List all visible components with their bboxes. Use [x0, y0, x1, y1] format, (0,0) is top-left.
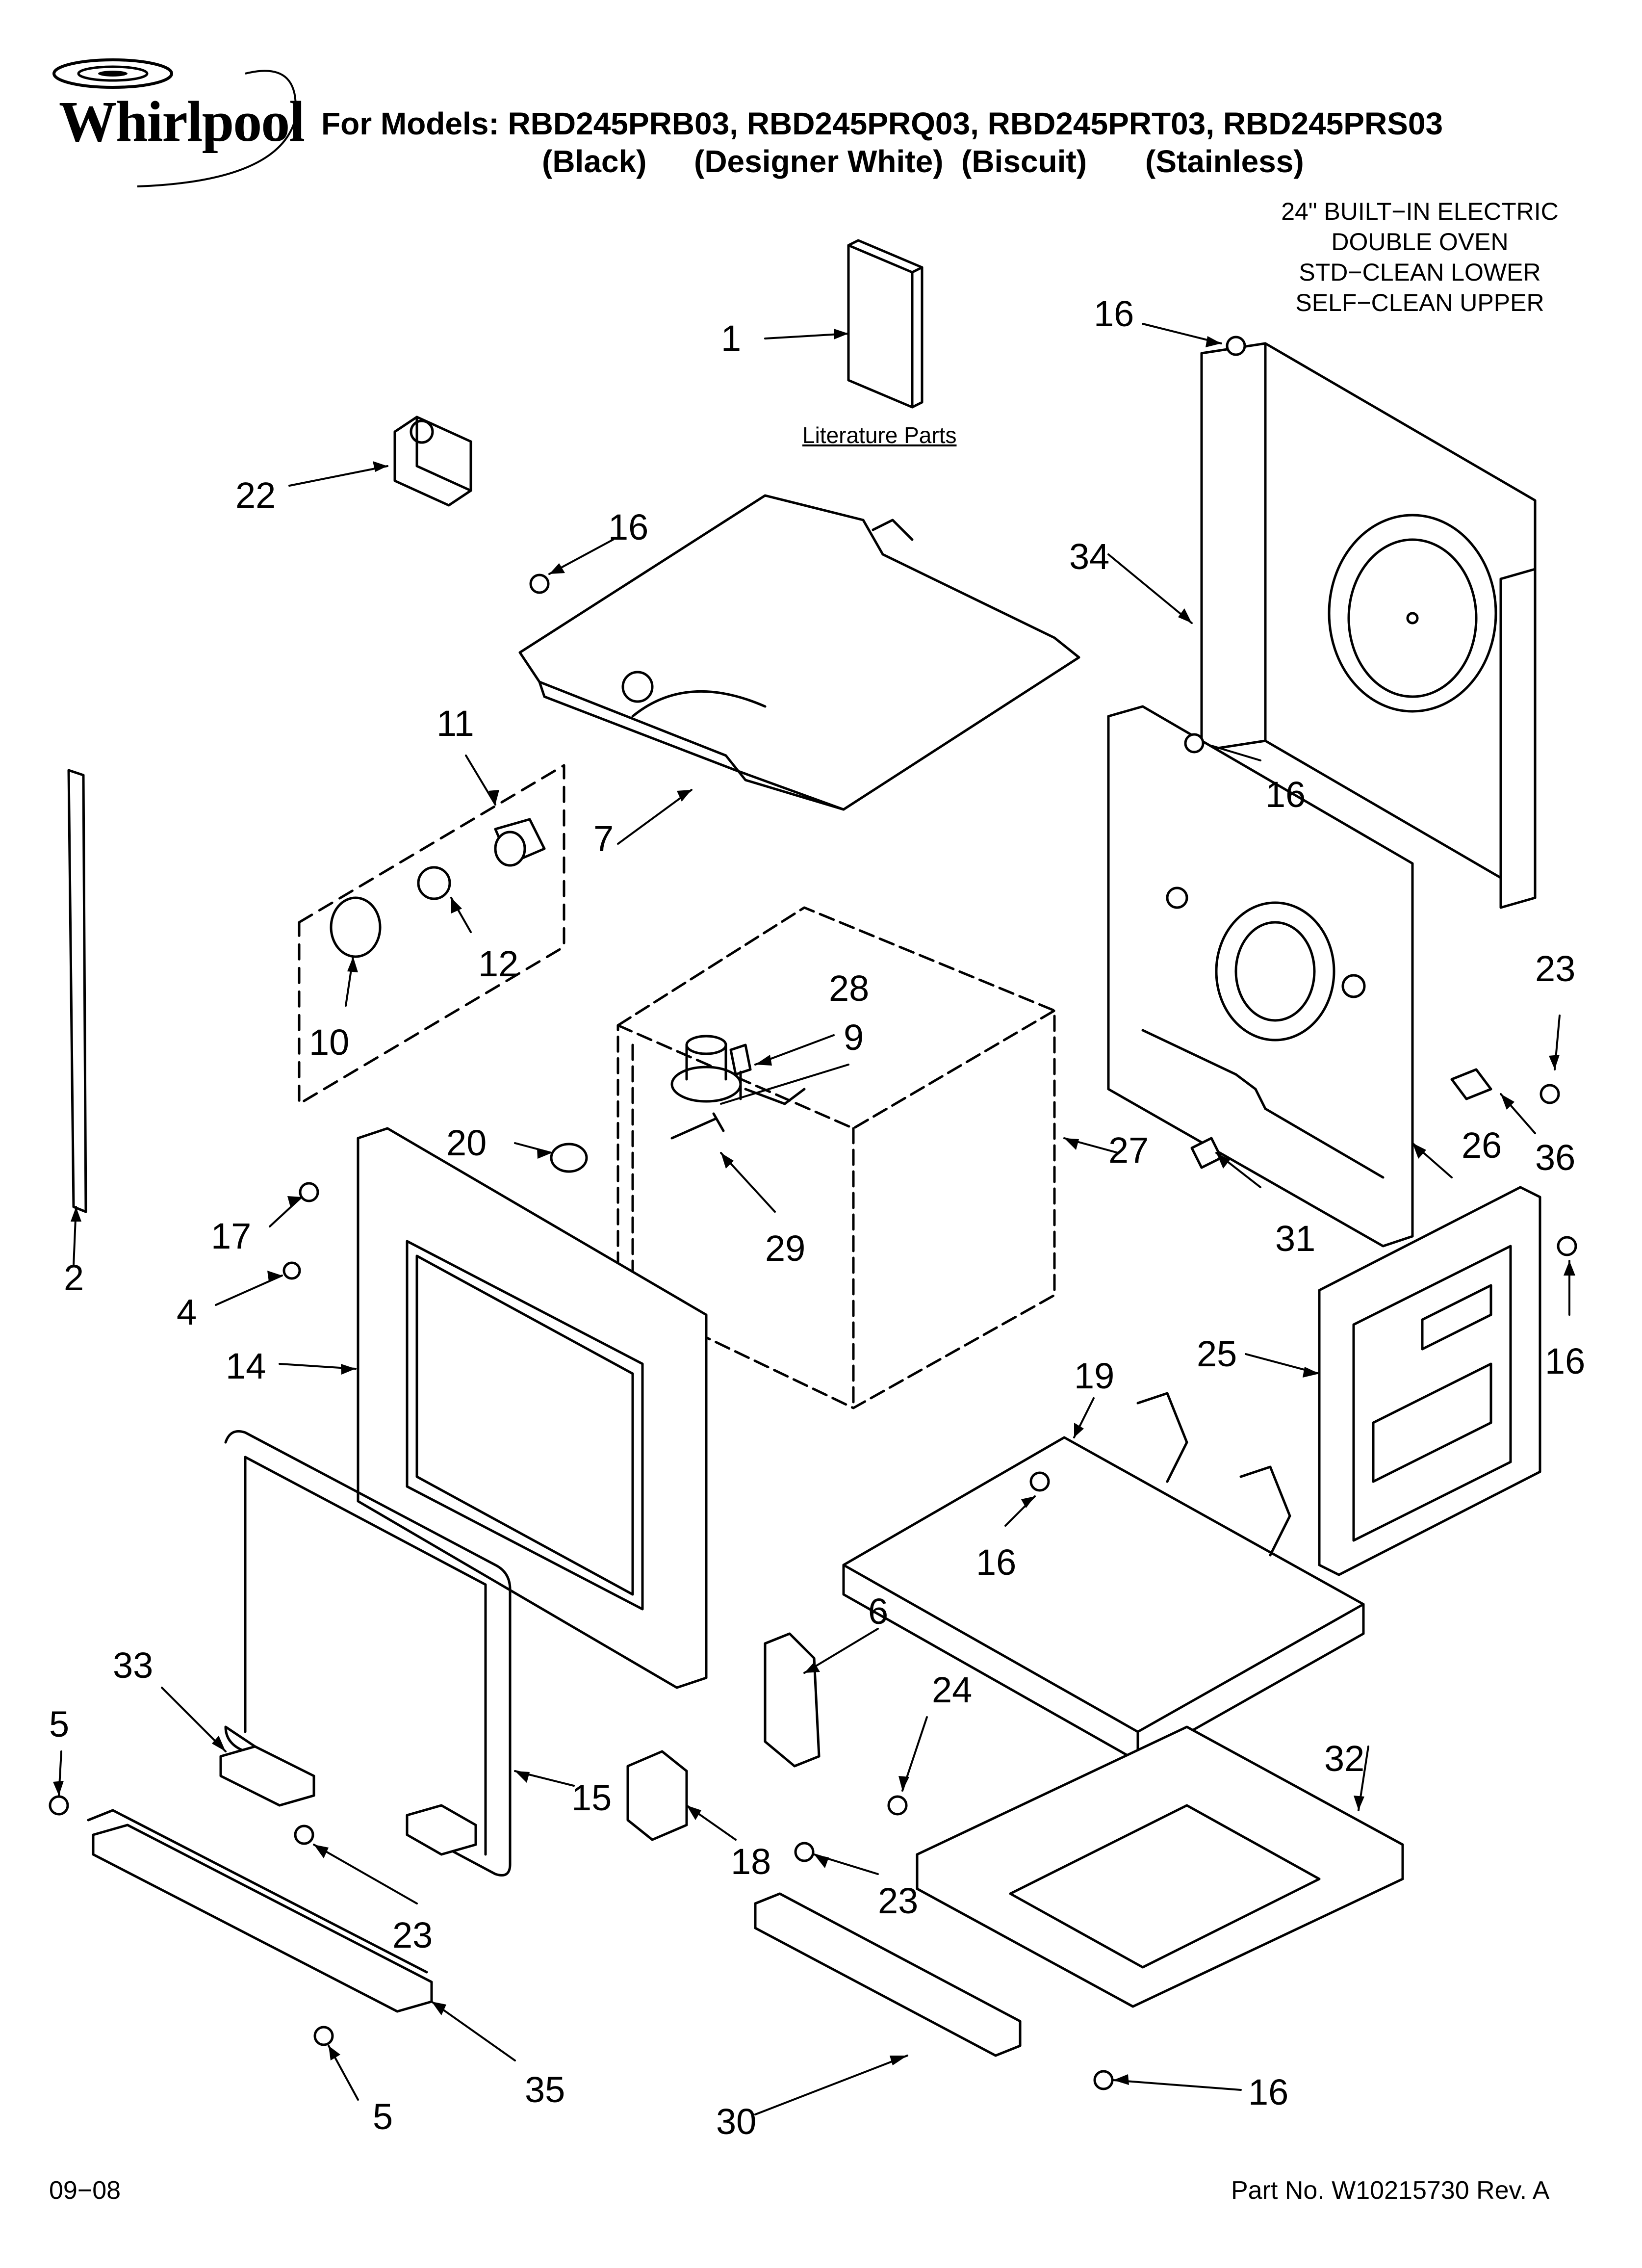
description-line: 24" BUILT−IN ELECTRIC — [1281, 198, 1559, 225]
callout-25: 25 — [1197, 1333, 1237, 1374]
models-list: RBD245PRB03, RBD245PRQ03, RBD245PRT03, R… — [508, 106, 1443, 141]
callout-16: 16 — [1248, 2072, 1288, 2112]
callout-33: 33 — [113, 1645, 153, 1686]
literature-parts-label: Literature Parts — [802, 422, 957, 448]
callout-15: 15 — [571, 1777, 612, 1818]
callout-29: 29 — [765, 1228, 805, 1269]
callout-9: 9 — [844, 1017, 864, 1058]
whirlpool-logo: Whirlpool — [39, 54, 324, 201]
part-30-trim — [754, 1892, 1022, 2057]
variant-designer-white: (Designer White) — [694, 144, 944, 179]
part-literature-book — [847, 239, 924, 409]
callout-20: 20 — [446, 1122, 487, 1163]
callout-19: 19 — [1074, 1356, 1114, 1396]
callout-1: 1 — [721, 318, 741, 359]
callout-34: 34 — [1069, 536, 1109, 577]
footer-part-number: Part No. W10215730 Rev. A — [1231, 2176, 1550, 2205]
callout-26: 26 — [1462, 1125, 1502, 1166]
callout-24: 24 — [932, 1669, 972, 1710]
part-26-back-wall — [1107, 705, 1414, 1248]
part-29-element — [670, 1112, 725, 1140]
footer-date: 09−08 — [49, 2176, 121, 2205]
brand-name: Whirlpool — [59, 89, 305, 154]
part-6-bracket — [764, 1632, 821, 1768]
part-9-motor — [670, 1035, 806, 1105]
variant-stainless: (Stainless) — [1145, 144, 1304, 179]
callout-5: 5 — [373, 2096, 393, 2137]
callout-23: 23 — [1535, 948, 1575, 989]
models-prefix: For Models: — [321, 106, 499, 141]
callout-31: 31 — [1275, 1218, 1315, 1259]
part-18-clip — [626, 1750, 688, 1841]
part-36-bracket — [1450, 1068, 1492, 1100]
variant-biscuit: (Biscuit) — [961, 144, 1087, 179]
callout-27: 27 — [1108, 1130, 1149, 1171]
arrowheads — [53, 329, 1575, 2085]
part-33-block — [219, 1745, 477, 1856]
callout-11: 11 — [436, 703, 474, 744]
callout-7: 7 — [593, 818, 614, 859]
product-description: 24" BUILT−IN ELECTRIC DOUBLE OVEN STD−CL… — [1248, 196, 1591, 318]
description-line: STD−CLEAN LOWER — [1299, 259, 1541, 286]
part-2-gasket-strip — [67, 769, 87, 1213]
part-25-side-panel — [1318, 1186, 1541, 1576]
part-32-bottom-tray — [916, 1725, 1404, 2008]
part-34-back-panel — [1200, 342, 1537, 909]
callout-16: 16 — [1545, 1341, 1585, 1382]
callout-30: 30 — [716, 2101, 756, 2142]
part-35-kick-plate — [87, 1809, 433, 2013]
callout-14: 14 — [226, 1346, 266, 1386]
callout-17: 17 — [211, 1216, 251, 1256]
models-line: For Models: RBD245PRB03, RBD245PRQ03, RB… — [321, 105, 1443, 142]
part-22-bracket — [393, 416, 472, 507]
part-28-screw — [729, 1043, 752, 1100]
callout-16: 16 — [1265, 774, 1306, 815]
callout-36: 36 — [1535, 1137, 1575, 1178]
callout-22: 22 — [235, 475, 276, 516]
callout-32: 32 — [1324, 1738, 1364, 1779]
callout-12: 12 — [478, 943, 518, 984]
callout-16: 16 — [976, 1542, 1016, 1583]
callout-5: 5 — [49, 1704, 69, 1745]
part-19-shelf — [842, 1392, 1365, 1763]
callout-2: 2 — [64, 1257, 84, 1298]
callout-23: 23 — [392, 1915, 433, 1955]
description-line: SELF−CLEAN UPPER — [1295, 289, 1544, 316]
callout-35: 35 — [525, 2069, 565, 2110]
callout-28: 28 — [829, 968, 869, 1009]
callout-6: 6 — [868, 1591, 888, 1632]
part-7-top-panel — [518, 494, 1080, 811]
part-20-plug — [550, 1143, 588, 1173]
callout-16: 16 — [608, 507, 648, 547]
callout-23: 23 — [878, 1880, 918, 1921]
variant-black: (Black) — [542, 144, 647, 179]
logo-swirl-icon — [52, 58, 297, 187]
part-11-light-group — [298, 764, 565, 1105]
callout-labels: 1 2 4 5 5 6 7 9 10 11 12 14 15 16 16 16 … — [49, 293, 1585, 2142]
description-line: DOUBLE OVEN — [1331, 228, 1509, 256]
part-14-front-frame — [357, 1127, 708, 1689]
callout-4: 4 — [177, 1292, 197, 1332]
callout-16: 16 — [1094, 293, 1134, 334]
callout-10: 10 — [309, 1022, 349, 1063]
callout-18: 18 — [731, 1841, 771, 1882]
screw-group — [49, 336, 1577, 2090]
